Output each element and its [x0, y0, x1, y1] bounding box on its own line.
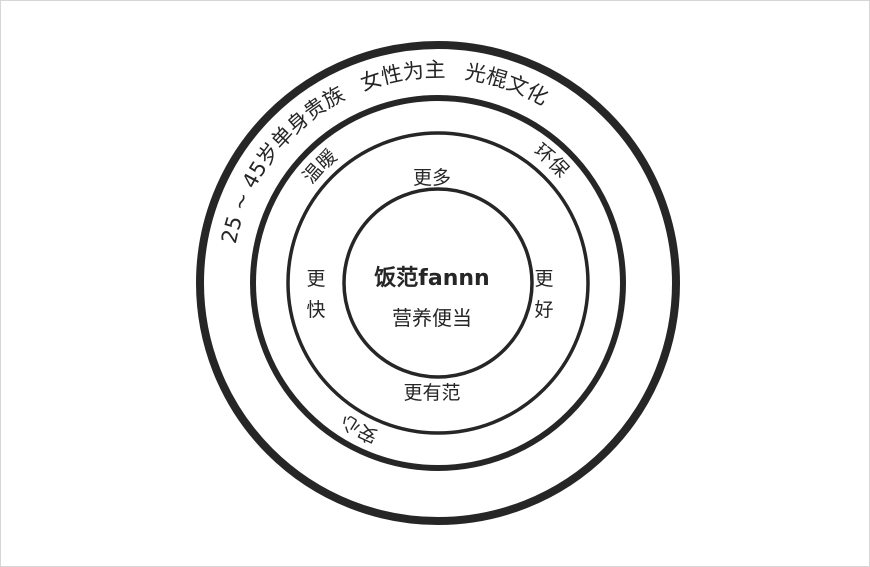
- inner-label-right-1: 更: [534, 268, 553, 290]
- outer-ring: [196, 41, 680, 525]
- inner-ring: [286, 131, 590, 435]
- middle-ring: [250, 95, 626, 471]
- brand-title: 饭范fannn: [374, 265, 489, 291]
- inner-label-top: 更多: [413, 167, 451, 189]
- brand-subtitle: 营养便当: [392, 306, 472, 330]
- inner-label-left-1: 更: [306, 268, 325, 290]
- core-circle: [342, 187, 534, 379]
- inner-label-bottom: 更有范: [403, 382, 460, 404]
- outer-label-gender: 女性为主: [357, 58, 445, 96]
- inner-label-right-2: 好: [534, 299, 553, 321]
- inner-label-left-2: 快: [306, 299, 325, 321]
